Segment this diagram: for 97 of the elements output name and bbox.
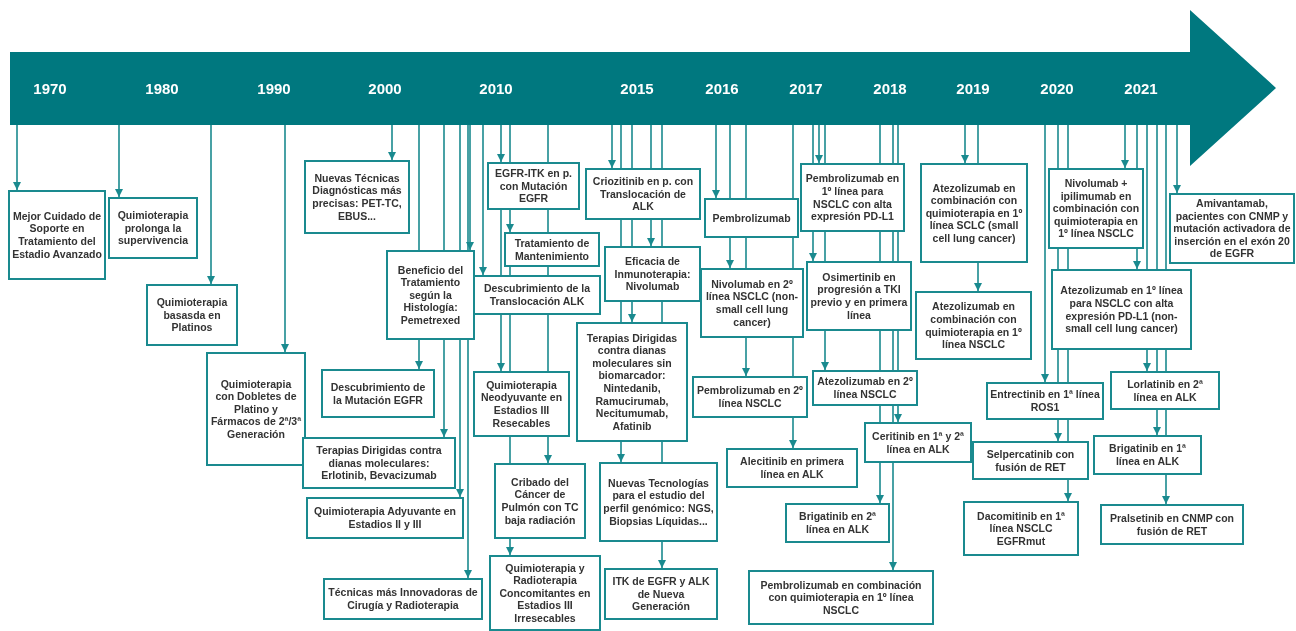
arrow bbox=[466, 124, 474, 251]
arrow bbox=[1143, 349, 1151, 372]
arrow bbox=[821, 330, 829, 371]
event-box: Lorlatinib en 2ª línea en ALK bbox=[1110, 371, 1220, 410]
event-box: EGFR-ITK en p. con Mutación EGFR bbox=[487, 162, 580, 210]
arrow bbox=[506, 538, 514, 556]
event-box: Atezolizumab en combinación con quimioterapia en 1º línea SCLC (small cell lung cancer) bbox=[920, 163, 1028, 263]
arrow bbox=[726, 237, 734, 269]
arrow bbox=[207, 124, 215, 285]
event-box: Amivantamab, pacientes con CNMP y mutación activadora de inserción en el exón 20 de EGFR bbox=[1169, 193, 1295, 264]
event-box: Cribado del Cáncer de Pulmón con TC baja radiación bbox=[494, 463, 586, 539]
arrow bbox=[815, 124, 823, 164]
arrow bbox=[1054, 419, 1062, 442]
arrow bbox=[1041, 124, 1049, 383]
year-label: 2021 bbox=[1124, 79, 1158, 99]
event-box: Dacomitinib en 1ª línea NSCLC EGFRmut bbox=[963, 501, 1079, 556]
event-box: Nuevas Técnicas Diagnósticas más precisas: PET-TC, EBUS... bbox=[304, 160, 410, 234]
year-label: 2019 bbox=[956, 79, 990, 99]
event-box: Quimioterapia Neodyuvante en Estadios III Resecables bbox=[473, 371, 570, 437]
arrow bbox=[712, 124, 720, 199]
year-label: 2017 bbox=[789, 79, 823, 99]
arrow bbox=[974, 262, 982, 292]
event-box: Descubrimiento de la Translocación ALK bbox=[473, 275, 601, 315]
arrow bbox=[1162, 474, 1170, 505]
event-box: Entrectinib en 1ª línea ROS1 bbox=[986, 382, 1104, 420]
year-label: 2015 bbox=[620, 79, 654, 99]
arrow bbox=[889, 462, 897, 571]
arrow bbox=[809, 231, 817, 262]
event-box: Nivolumab en 2º línea NSCLC (non-small cell lung cancer) bbox=[700, 268, 804, 338]
event-box: Descubrimiento de la Mutación EGFR bbox=[321, 369, 435, 418]
arrow bbox=[961, 124, 969, 164]
event-box: Quimioterapia Adyuvante en Estadios II y III bbox=[306, 497, 464, 539]
arrow bbox=[464, 339, 472, 579]
year-label: 2018 bbox=[873, 79, 907, 99]
event-box: Beneficio del Tratamiento según la Histología: Pemetrexed bbox=[386, 250, 475, 340]
timeline-band bbox=[10, 10, 1276, 166]
arrow bbox=[742, 337, 750, 377]
event-box: Atezolizumab en 1º línea para NSCLC con alta expresión PD-L1 (non-small cell lung cancer) bbox=[1051, 269, 1192, 350]
event-box: ITK de EGFR y ALK de Nueva Generación bbox=[604, 568, 718, 620]
event-box: Terapias Dirigidas contra dianas moleculares: Erlotinib, Bevacizumab bbox=[302, 437, 456, 489]
event-box: Atezolizumab en 2º línea NSCLC bbox=[812, 370, 918, 406]
arrow bbox=[658, 541, 666, 569]
event-box: Quimioterapia y Radioterapia Concomitantes en Estadios III Irresecables bbox=[489, 555, 601, 631]
event-box: Nivolumab + ipilimumab en combinación con quimioterapia en 1º línea NSCLC bbox=[1048, 168, 1144, 249]
event-box: Osimertinib en progresión a TKI previo y en primera línea bbox=[806, 261, 912, 331]
year-label: 1980 bbox=[145, 79, 179, 99]
event-box: Nuevas Tecnologías para el estudio del perfil genómico: NGS, Biopsias Líquidas... bbox=[599, 462, 718, 542]
year-label: 2010 bbox=[479, 79, 513, 99]
year-label: 1970 bbox=[33, 79, 67, 99]
event-box: Quimioterapia basasda en Platinos bbox=[146, 284, 238, 346]
arrow bbox=[1153, 409, 1161, 436]
arrow bbox=[628, 301, 636, 323]
arrow bbox=[497, 124, 505, 163]
event-box: Tratamiento de Mantenimiento bbox=[504, 232, 600, 267]
event-box: Terapias Dirigidas contra dianas moleculares sin biomarcador: Nintedanib, Ramucirumab, Necitumumab, Afatinib bbox=[576, 322, 688, 442]
arrow bbox=[544, 436, 552, 464]
arrow bbox=[1064, 479, 1072, 502]
event-box: Alecitinib en primera línea en ALK bbox=[726, 448, 858, 488]
event-box: Criozitinib en p. con Translocación de ALK bbox=[585, 168, 701, 220]
arrow bbox=[13, 124, 21, 191]
year-label: 2020 bbox=[1040, 79, 1074, 99]
event-box: Mejor Cuidado de Soporte en Tratamiento del Estadio Avanzado bbox=[8, 190, 106, 280]
arrow bbox=[894, 405, 902, 423]
event-box: Selpercatinib con fusión de RET bbox=[972, 441, 1089, 480]
arrow bbox=[1121, 124, 1129, 169]
arrow bbox=[440, 339, 448, 438]
arrow bbox=[415, 339, 423, 370]
event-box: Pralsetinib en CNMP con fusión de RET bbox=[1100, 504, 1244, 545]
arrow bbox=[506, 209, 514, 233]
arrow bbox=[647, 219, 655, 247]
event-box: Quimioterapia con Dobletes de Platino y Fármacos de 2ª/3ª Generación bbox=[206, 352, 306, 466]
event-box: Quimioterapia prolonga la supervivencia bbox=[108, 197, 198, 259]
arrow bbox=[479, 124, 487, 276]
arrow bbox=[876, 462, 884, 504]
arrow bbox=[608, 124, 616, 169]
year-label: 1990 bbox=[257, 79, 291, 99]
event-box: Brigatinib en 2ª línea en ALK bbox=[785, 503, 890, 543]
event-box: Pembrolizumab en 1º línea para NSCLC con alta expresión PD-L1 bbox=[800, 163, 905, 232]
arrow bbox=[456, 339, 464, 498]
arrow bbox=[1133, 248, 1141, 270]
arrow bbox=[115, 124, 123, 198]
arrow bbox=[1173, 124, 1181, 194]
arrow bbox=[497, 314, 505, 372]
event-box: Eficacia de Inmunoterapia: Nivolumab bbox=[604, 246, 701, 302]
event-box: Pembrolizumab bbox=[704, 198, 799, 238]
event-box: Ceritinib en 1ª y 2ª línea en ALK bbox=[864, 422, 972, 463]
arrow bbox=[789, 417, 797, 449]
event-box: Técnicas más Innovadoras de Cirugía y Radioterapia bbox=[323, 578, 483, 620]
event-box: Pembrolizumab en 2º línea NSCLC bbox=[692, 376, 808, 418]
arrow bbox=[617, 441, 625, 463]
year-label: 2016 bbox=[705, 79, 739, 99]
event-box: Atezolizumab en combinación con quimioterapia en 1º línea NSCLC bbox=[915, 291, 1032, 360]
event-box: Brigatinib en 1ª línea en ALK bbox=[1093, 435, 1202, 475]
arrow bbox=[388, 124, 396, 161]
year-label: 2000 bbox=[368, 79, 402, 99]
event-box: Pembrolizumab en combinación con quimioterapia en 1º línea NSCLC bbox=[748, 570, 934, 625]
arrow bbox=[281, 124, 289, 353]
